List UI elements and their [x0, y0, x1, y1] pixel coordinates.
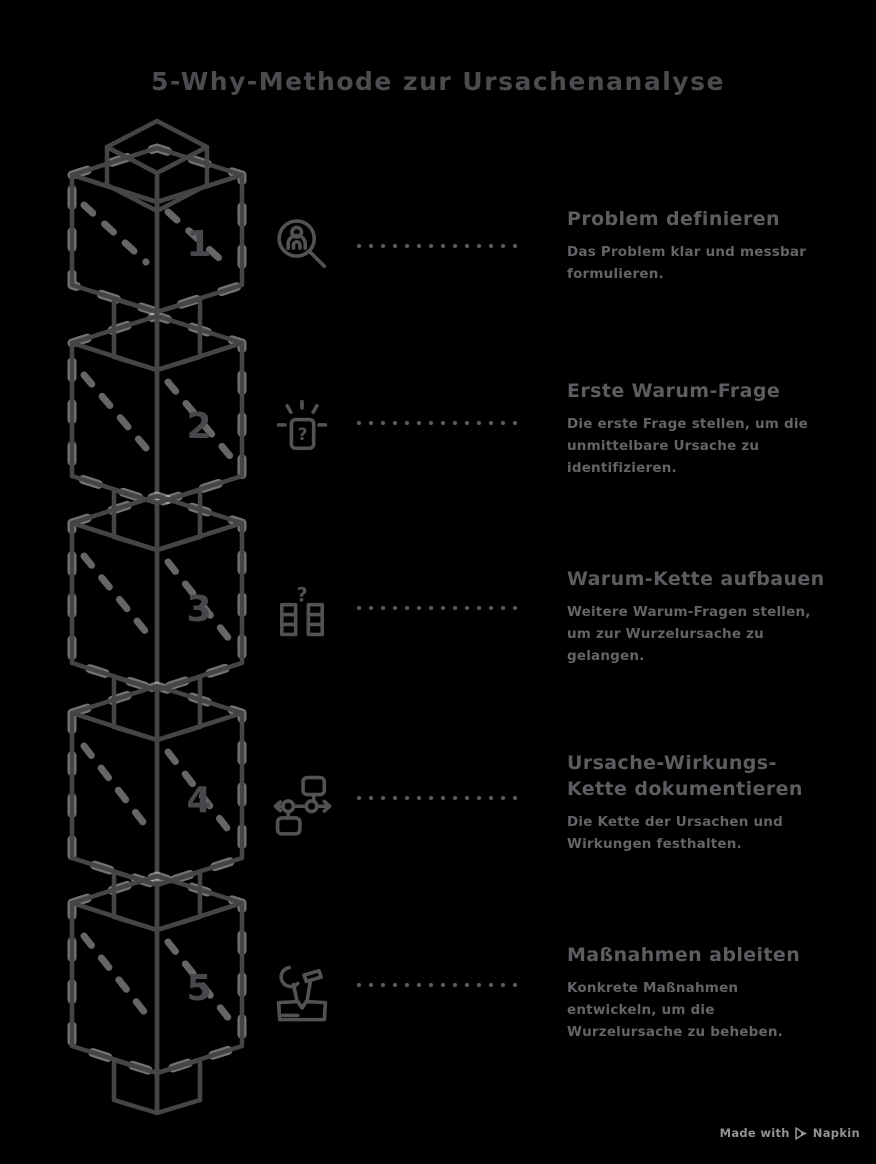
pole-segment — [111, 869, 160, 933]
pole-top-cube-top — [104, 118, 210, 176]
page-title: 5-Why-Methode zur Ursachenanalyse — [151, 66, 725, 96]
step-description: Die erste Frage stellen, um die unmittel… — [567, 416, 809, 476]
box-1-right-face — [154, 172, 245, 315]
question-columns-icon: ? — [268, 576, 336, 644]
pole-top-cube-left — [104, 144, 160, 214]
box-3-top-face — [69, 493, 245, 553]
step-description: Konkrete Maßnahmen entwickeln, um die Wu… — [567, 980, 783, 1040]
pole-top-cube-right — [154, 144, 210, 214]
box-4-number: 4 — [186, 780, 211, 821]
step-title: Warum-Kette aufbauen — [567, 568, 825, 590]
step-title: Problem definieren — [567, 208, 780, 230]
box-1: 1 — [67, 118, 247, 317]
watermark-brand: Napkin — [812, 1126, 860, 1140]
box-2-top-face — [69, 313, 245, 373]
box-2-right-face — [154, 340, 245, 506]
box-2-number: 2 — [186, 406, 211, 447]
flowchart-icon — [268, 768, 336, 836]
svg-text:?: ? — [298, 425, 308, 445]
person-search-icon — [268, 212, 336, 280]
box-5-top-face — [69, 873, 245, 933]
box-5-number: 5 — [186, 968, 211, 1009]
svg-text:?: ? — [296, 584, 307, 607]
dotted-connector — [353, 420, 525, 426]
box-4-left-face — [69, 710, 160, 888]
pole-segment — [111, 674, 160, 743]
dotted-connector — [353, 243, 525, 249]
pole-segment — [154, 869, 203, 933]
pole-bottom — [111, 1057, 203, 1116]
step-title: Ursache-Wirkungs-Kette dokumentieren — [567, 752, 803, 800]
box-2-left-face — [69, 340, 160, 506]
box-4-top-face — [69, 683, 245, 743]
step-description: Das Problem klar und messbar formulieren… — [567, 244, 807, 282]
dotted-connector — [353, 605, 525, 611]
step-description: Die Kette der Ursachen und Wirkungen fes… — [567, 814, 783, 852]
question-card-icon: ? — [268, 393, 336, 461]
watermark: Made with Napkin — [720, 1126, 860, 1140]
box-5-right-face — [154, 900, 245, 1076]
pole-segment — [111, 296, 160, 373]
box-1-top-face — [69, 145, 245, 205]
box-3-left-face — [69, 520, 160, 693]
step-title: Erste Warum-Frage — [567, 380, 781, 402]
box-5-left-face — [69, 900, 160, 1076]
pole-segment — [154, 674, 203, 743]
watermark-prefix: Made with — [719, 1126, 790, 1140]
pole-segment — [154, 296, 203, 373]
box-2: 2 — [67, 296, 247, 508]
box-1-left-face — [69, 172, 160, 315]
box-4-right-face — [154, 710, 245, 888]
box-3-right-face — [154, 520, 245, 693]
box-5: 5 — [67, 869, 247, 1078]
napkin-logo-icon — [794, 1126, 807, 1140]
box-3-number: 3 — [186, 589, 211, 630]
pole-segment — [111, 487, 160, 553]
step-title: Maßnahmen ableiten — [567, 944, 801, 966]
dotted-connector — [353, 795, 525, 801]
toolbox-icon — [268, 958, 336, 1026]
pole-segment — [154, 487, 203, 553]
step-description: Weitere Warum-Fragen stellen, um zur Wur… — [567, 604, 811, 664]
box-1-number: 1 — [186, 224, 211, 265]
dotted-connector — [353, 982, 525, 988]
box-4: 4 — [67, 674, 247, 890]
box-3: 3 — [67, 487, 247, 695]
